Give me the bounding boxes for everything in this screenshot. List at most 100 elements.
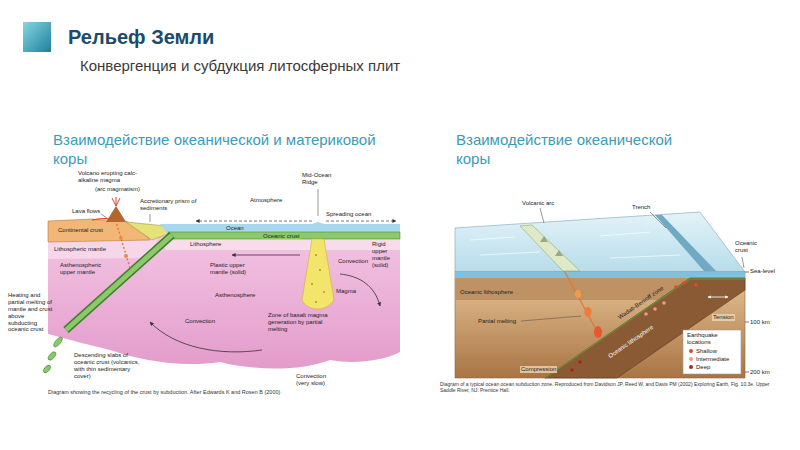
earthquake-dot (570, 368, 574, 372)
legend-row: Deep (689, 364, 710, 371)
slide-title: Рельеф Земли (68, 26, 214, 49)
feature-label: Accretionary prism of sediments (140, 198, 202, 212)
process-label: Partial melting (478, 318, 516, 325)
process-label: Tension (712, 314, 735, 321)
magma-dot (319, 269, 321, 271)
magma-blob (124, 254, 128, 258)
legend-box (683, 330, 741, 374)
magma-plume (302, 239, 334, 309)
layer-label: Oceanic lithosphere (460, 289, 513, 296)
eruption (112, 197, 120, 206)
layer-label: Oceanic crust (262, 233, 301, 239)
sea-surface (455, 212, 745, 272)
legend-text: Intermediate (696, 356, 729, 362)
magma-dot (323, 291, 325, 293)
volcano (106, 206, 126, 222)
lava-flow (92, 219, 110, 220)
section-heading: Взаимодействие океанической коры (456, 131, 696, 169)
legend-swatch (689, 365, 693, 369)
layer-label: Ocean (225, 225, 245, 231)
legend-row: Intermediate (689, 356, 729, 363)
leader-line (650, 212, 666, 228)
feature-label: Trench (632, 204, 650, 211)
legend-title: Earthquake locations (687, 332, 737, 346)
earthquake-dot (653, 307, 657, 311)
feature-label: Lava flows (72, 208, 100, 215)
magma-dot (311, 283, 313, 285)
process-label: Heating and partial melting of mantle an… (8, 292, 54, 333)
trench (655, 215, 716, 271)
oceanic-crust-layer (545, 279, 745, 378)
legend-text: Shallow (696, 348, 717, 354)
lithosphere-band (165, 239, 400, 250)
leader-line (742, 257, 744, 268)
layer-label: Asthenospheric upper mantle (60, 262, 115, 276)
leader-line (150, 214, 151, 222)
slide-subtitle: Конвергенция и субдукция литосферных пли… (80, 57, 400, 74)
process-label: Spreading ocean (326, 211, 371, 218)
leader-line (540, 208, 544, 223)
title-square (23, 22, 51, 52)
arc-volcano (540, 236, 563, 256)
depth-label: 100 km (750, 319, 770, 326)
layer-label: Lithosphere (190, 241, 221, 248)
leader-line (521, 316, 581, 321)
slab-fragment (47, 351, 57, 362)
continental-crust (48, 219, 150, 242)
plate-motion-arrow (232, 255, 300, 256)
process-label: Convection (185, 318, 215, 325)
slab-fragment (42, 364, 52, 374)
convection-arrow (150, 322, 262, 352)
magma-dot (315, 254, 317, 256)
ocean-water (455, 272, 745, 278)
layer-label: Oceanic crust (735, 240, 771, 254)
spreading-arrow (326, 221, 396, 222)
tension-arrow (708, 297, 728, 298)
feature-label: Magma (336, 288, 356, 295)
process-label: Compression (520, 366, 557, 373)
subducting-slab (545, 278, 745, 378)
earthquake-dot (662, 301, 666, 305)
ocean-continent-section (42, 189, 400, 374)
wave-line (470, 232, 680, 258)
feature-label: Descending slabs of oceanic crust (volca… (74, 352, 146, 380)
layer-label: Atmosphere (250, 197, 282, 204)
earthquake-dot (694, 283, 698, 287)
layer-label: Rigid upper mantle (solid) (372, 241, 399, 269)
figure-caption: Diagram of a typical ocean ocean subduct… (440, 382, 770, 394)
layer-label: Asthenosphere (215, 292, 255, 299)
layer-label: Continental crust (58, 227, 103, 234)
volcanic-arc (520, 225, 580, 271)
legend-text: Deep (696, 364, 710, 370)
earthquake-dot (682, 281, 686, 285)
legend-swatch (689, 357, 693, 361)
leader-line (101, 214, 107, 218)
melt-diapir (594, 326, 602, 338)
ocean-band (160, 222, 400, 232)
slab-fragment (52, 336, 64, 348)
spreading-arrow (196, 221, 312, 222)
leader-line (318, 189, 319, 216)
depth-tick (745, 272, 749, 372)
process-label: Convection (338, 258, 368, 265)
earthquake-dot (674, 285, 678, 289)
earthquake-dot (578, 360, 582, 364)
mantle (48, 236, 400, 369)
feature-label: Mid-Ocean Ridge (302, 172, 338, 186)
magma-conduit (116, 222, 130, 268)
layer-label: Lithospheric mantle (54, 246, 106, 253)
melt-diapir (575, 290, 581, 298)
earthquake-dot (644, 312, 648, 316)
ocean-ocean-block (455, 208, 749, 378)
depth-label: 200 km (750, 369, 770, 376)
feature-label: Volcano erupting calc-alkaline magma (78, 170, 150, 184)
figure-caption: Diagram showing the recycling of the cru… (48, 389, 400, 395)
process-label: Convection (very slow) (296, 373, 338, 387)
process-label: Zone of basalt magma generation by parti… (268, 312, 330, 333)
legend-row: Shallow (689, 348, 717, 355)
feature-label: Volcanic arc (522, 200, 554, 207)
magma-dot (315, 301, 317, 303)
depth-label: Sea-level (750, 268, 775, 275)
magma-blob (119, 236, 123, 240)
melt-diapir (585, 307, 592, 317)
